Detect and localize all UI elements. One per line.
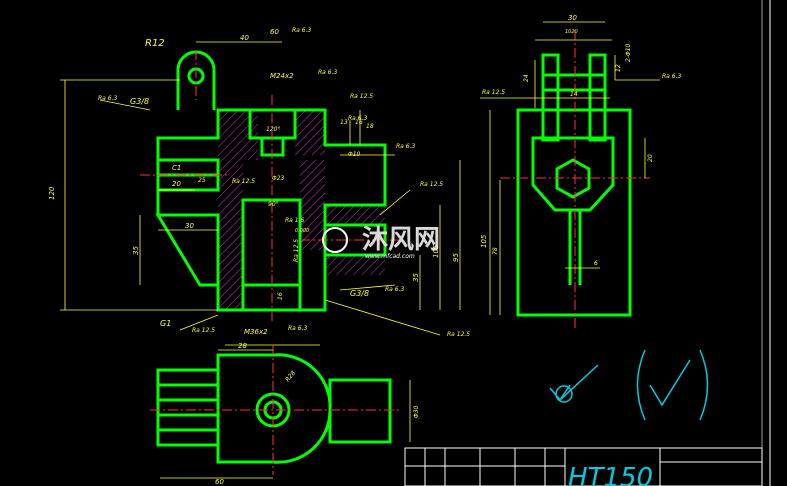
label-ra125-bl: Ra 12.5 — [192, 327, 215, 334]
label-120deg: 120° — [266, 126, 280, 133]
watermark-logo-icon — [322, 227, 348, 253]
label-20-left: 20 — [172, 180, 181, 188]
watermark: 沐风网 www.mfcad.com — [322, 225, 440, 260]
label-ra63-left: Ra 6.3 — [98, 95, 117, 102]
label-16: 16 — [355, 119, 363, 126]
front-view: R12 40 60 Ra 6.3 Ra 6.3 Ra 12.5 Ra 6.3 M… — [48, 27, 470, 346]
label-30-left: 30 — [185, 222, 194, 230]
label-ra63-b: Ra 6.3 — [318, 69, 337, 76]
label-ra63-e2: Ra 6.3 — [385, 286, 404, 293]
label-120: 120 — [48, 186, 56, 200]
label-ra16: Ra 1.6 — [285, 217, 304, 224]
label-dim-60-top: 60 — [270, 28, 279, 36]
label-side-14: 14 — [570, 91, 578, 98]
label-top-60: 60 — [215, 478, 224, 486]
label-ra125-right: Ra 12.5 — [420, 181, 443, 188]
label-side-20: 20 — [647, 154, 654, 162]
label-90deg: 90° — [268, 201, 279, 208]
roughness-circle — [555, 385, 573, 403]
label-tol: 0.000 — [295, 228, 309, 234]
paren-left — [636, 349, 646, 421]
title-block — [404, 447, 763, 486]
roughness-symbol-group — [549, 349, 709, 421]
label-16-b: 16 — [277, 292, 284, 300]
label-25: 25 — [198, 177, 206, 184]
label-105-left: 105 — [432, 244, 440, 258]
side-body-outline — [516, 108, 632, 317]
label-g38-top: G3/8 — [130, 97, 149, 106]
watermark-text: 沐风网 — [362, 225, 440, 255]
label-ra63-d: Ra 6.3 — [396, 143, 415, 150]
label-top-phi30: Φ30 — [413, 405, 420, 418]
label-side-ra125: Ra 12.5 — [482, 89, 505, 96]
label-m36: M36x2 — [244, 328, 268, 336]
left-ear — [541, 53, 560, 142]
label-side-2phi10: 2-Φ10 — [625, 43, 632, 62]
top-view-left-port — [156, 368, 220, 447]
label-top-28: 28 — [238, 342, 247, 350]
label-side-105: 105 — [480, 234, 488, 248]
material-label: HT150 — [568, 463, 653, 486]
label-13: 13 — [340, 119, 348, 126]
side-boss-outline — [531, 136, 615, 212]
label-35-b: 35 — [412, 273, 420, 282]
watermark-url: www.mfcad.com — [365, 253, 415, 260]
side-view: 30 1020 24 Ra 12.5 14 2-Φ10 Ra 6.3 12 20… — [480, 14, 681, 330]
label-ra63-e: Ra 6.3 — [288, 325, 307, 332]
hatch-side-boss-top — [325, 205, 385, 225]
label-dim-40: 40 — [240, 34, 249, 42]
roughness-check-large — [649, 359, 691, 407]
label-top-r28: R28 — [284, 370, 297, 384]
label-ra125-a: Ra 12.5 — [350, 93, 373, 100]
hatch-upper-left — [218, 110, 258, 160]
label-18: 18 — [366, 123, 374, 130]
label-g38-bot: G3/8 — [350, 289, 369, 298]
support-rib — [155, 213, 220, 287]
label-phi23: Φ23 — [272, 175, 285, 182]
label-ra125-br: Ra 12.5 — [447, 331, 470, 338]
top-view-body — [216, 353, 332, 464]
label-side-ra63: Ra 6.3 — [662, 73, 681, 80]
paren-right — [699, 349, 709, 421]
hex-outline — [555, 158, 591, 199]
label-r12: R12 — [145, 38, 165, 49]
hatch-left-wall — [218, 160, 243, 310]
label-35: 35 — [132, 246, 140, 255]
label-side-1020: 1020 — [565, 29, 578, 35]
label-phi10: Φ10 — [348, 151, 361, 158]
label-g1: G1 — [160, 319, 171, 328]
label-side-6: 6 — [594, 260, 598, 267]
label-side-24: 24 — [523, 74, 530, 82]
label-ra63-c: Ra 6.3 — [348, 115, 367, 122]
hatch-side-boss-bottom — [325, 255, 385, 275]
label-95: 95 — [452, 253, 460, 262]
top-view: 28 R28 Φ30 60 — [150, 342, 420, 486]
label-side-12: 12 — [615, 64, 622, 72]
label-side-78: 78 — [492, 247, 499, 255]
label-ra63-a: Ra 6.3 — [292, 27, 311, 34]
drawing-frame — [761, 0, 771, 486]
right-ear — [588, 53, 607, 142]
label-side-30: 30 — [568, 14, 577, 22]
hatch-right-wall — [300, 160, 325, 250]
hatch-upper-right — [295, 110, 325, 155]
label-m24: M24x2 — [270, 72, 294, 80]
label-ra125-mid: Ra 12.5 — [232, 178, 255, 185]
top-view-right-boss — [328, 378, 392, 444]
label-c1: C1 — [172, 164, 181, 172]
label-ra125-v: Ra 12.5 — [293, 239, 300, 262]
